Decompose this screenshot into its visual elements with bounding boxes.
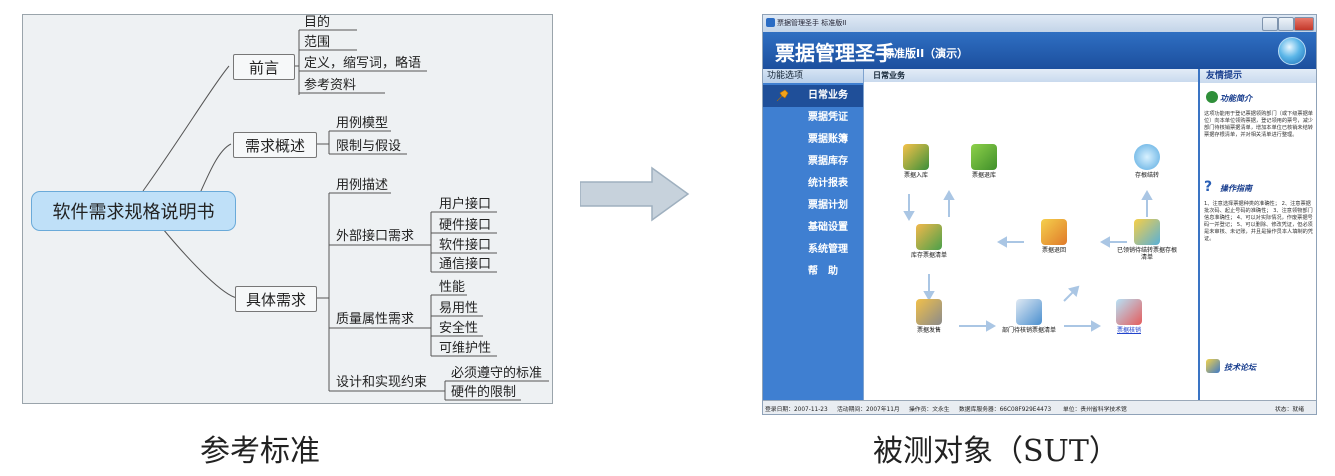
leaf-use-case-description: 用例描述 (336, 178, 389, 193)
caption-system-under-test: 被测对象（SUT） (873, 434, 1119, 469)
ticket-sale-icon (916, 299, 942, 325)
leaf-user-interface: 用户接口 (439, 197, 492, 212)
node-stock-ticket-list[interactable]: 库存票据清单 (899, 224, 959, 260)
forum-icon (1206, 359, 1220, 373)
connector-root-specific (162, 228, 238, 299)
branch-specific: 具体需求 (235, 286, 317, 312)
node-design-constraints: 设计和实现约束 (336, 375, 428, 390)
branch-preface: 前言 (233, 54, 295, 80)
banner-subtitle: 标准版II（演示） (883, 47, 969, 60)
tip-function-body: 这项功能用于登记票据领购部门（或下级票据单位）向本单位领购票据，登记领用的票号，… (1204, 111, 1313, 139)
status-state: 状态：就绪 (1275, 407, 1304, 413)
sut-application-window: 票据管理圣手 标准版II 票据管理圣手 标准版II（演示） 功能选项 日常业务 … (762, 14, 1317, 415)
app-banner: 票据管理圣手 标准版II（演示） (763, 32, 1316, 69)
caption-reference-standard: 参考标准 (200, 434, 320, 469)
window-title: 票据管理圣手 标准版II (777, 19, 847, 27)
workflow-arrows (903, 189, 1153, 332)
question-mark-icon: ? (1204, 179, 1213, 195)
function-sidebar: 功能选项 日常业务 票据凭证 票据账簿 票据库存 统计报表 票据计划 基础设置 … (763, 69, 863, 400)
menu-plans[interactable]: 票据计划 (808, 200, 848, 211)
tips-header: 友情提示 (1200, 69, 1316, 83)
pending-stub-icon (1134, 219, 1160, 245)
leaf-bullet-icon (1206, 91, 1218, 103)
node-ticket-return[interactable]: 票据退回 (1024, 219, 1084, 255)
leaf-definitions: 定义，缩写词，略语 (304, 56, 422, 71)
status-login-date: 登录日期：2007-11-23 (765, 407, 828, 413)
dept-pending-icon (1016, 299, 1042, 325)
ticket-return-icon (1041, 219, 1067, 245)
right-arrow-icon (580, 166, 690, 222)
node-ticket-return-stock[interactable]: 票据退库 (954, 144, 1014, 180)
leaf-constraints-assumptions: 限制与假设 (336, 139, 402, 154)
leaf-purpose: 目的 (304, 15, 331, 30)
leaf-security: 安全性 (439, 321, 479, 336)
leaf-maintainability: 可维护性 (439, 341, 492, 356)
branch-overview: 需求概述 (233, 132, 317, 158)
banner-title: 票据管理圣手 (775, 41, 895, 65)
tip-function-title: 功能简介 (1220, 94, 1252, 103)
leaf-hardware-limits: 硬件的限制 (451, 385, 517, 400)
leaf-use-case-model: 用例模型 (336, 116, 389, 131)
stub-transfer-icon (1134, 144, 1160, 170)
tips-panel: 友情提示 功能简介 这项功能用于登记票据领购部门（或下级票据单位）向本单位领购票… (1198, 69, 1316, 400)
requirements-mindmap: 软件需求规格说明书 前言 需求概述 具体需求 目的 范围 定义，缩写词，略语 参… (22, 14, 553, 404)
globe-logo-icon (1278, 37, 1306, 65)
close-button[interactable] (1294, 17, 1314, 31)
menu-reports[interactable]: 统计报表 (808, 178, 848, 189)
tip-guide-title: 操作指南 (1220, 184, 1252, 193)
menu-daily-business[interactable]: 日常业务 (763, 85, 863, 107)
node-stub-transfer[interactable]: 存根结转 (1117, 144, 1177, 180)
daily-business-panel: 日常业务 票据入库 票据退库 存根结转 (863, 69, 1199, 400)
tip-guide-body: 1、注意选择票据种类的准确性； 2、注意票据批次码、起止号码的准确性； 3、注意… (1204, 201, 1313, 243)
menu-help[interactable]: 帮 助 (808, 266, 838, 277)
sidebar-header: 功能选项 (763, 69, 863, 83)
minimize-button[interactable] (1262, 17, 1278, 31)
leaf-standards: 必须遵守的标准 (451, 366, 543, 381)
menu-inventory[interactable]: 票据库存 (808, 156, 848, 167)
content-header: 日常业务 (864, 69, 1199, 82)
app-icon (766, 18, 775, 27)
node-ticket-stock-in[interactable]: 票据入库 (886, 144, 946, 180)
node-quality-attributes: 质量属性需求 (336, 312, 415, 327)
node-external-interfaces: 外部接口需求 (336, 229, 415, 244)
menu-system-management[interactable]: 系统管理 (808, 244, 848, 255)
node-dept-pending-list[interactable]: 部门待核销票据清单 (999, 299, 1059, 335)
status-db-server: 数据库服务器：66C08F929E4473 (959, 407, 1052, 413)
status-unit: 单位：贵州省科学技术馆 (1063, 407, 1127, 413)
node-pending-stub-list[interactable]: 已领销待结转票据存根清单 (1117, 219, 1177, 262)
menu-basic-settings[interactable]: 基础设置 (808, 222, 848, 233)
mindmap-connectors (142, 29, 549, 401)
connector-root-preface (142, 65, 230, 192)
stock-list-icon (916, 224, 942, 250)
stock-in-icon (903, 144, 929, 170)
leaf-communication-interface: 通信接口 (439, 257, 492, 272)
window-titlebar: 票据管理圣手 标准版II (763, 15, 1316, 32)
status-operator: 操作员：文永生 (909, 407, 950, 413)
menu-ledgers[interactable]: 票据账簿 (808, 134, 848, 145)
return-stock-icon (971, 144, 997, 170)
node-ticket-sale[interactable]: 票据发售 (899, 299, 959, 335)
status-active-period: 活动期间：2007年11月 (837, 407, 900, 413)
menu-label: 日常业务 (808, 90, 848, 101)
pushpin-icon (776, 89, 789, 102)
leaf-software-interface: 软件接口 (439, 238, 492, 253)
forum-link[interactable]: 技术论坛 (1224, 363, 1256, 372)
ticket-verify-icon (1116, 299, 1142, 325)
menu-vouchers[interactable]: 票据凭证 (808, 112, 848, 123)
node-ticket-verify[interactable]: 票据核销 (1099, 299, 1159, 335)
leaf-scope: 范围 (304, 35, 331, 50)
leaf-references: 参考资料 (304, 78, 357, 93)
leaf-performance: 性能 (439, 280, 466, 295)
leaf-hardware-interface: 硬件接口 (439, 218, 492, 233)
leaf-usability: 易用性 (439, 301, 479, 316)
mindmap-root-node: 软件需求规格说明书 (31, 191, 236, 231)
maximize-button[interactable] (1278, 17, 1294, 31)
status-bar: 登录日期：2007-11-23 活动期间：2007年11月 操作员：文永生 数据… (763, 400, 1316, 414)
